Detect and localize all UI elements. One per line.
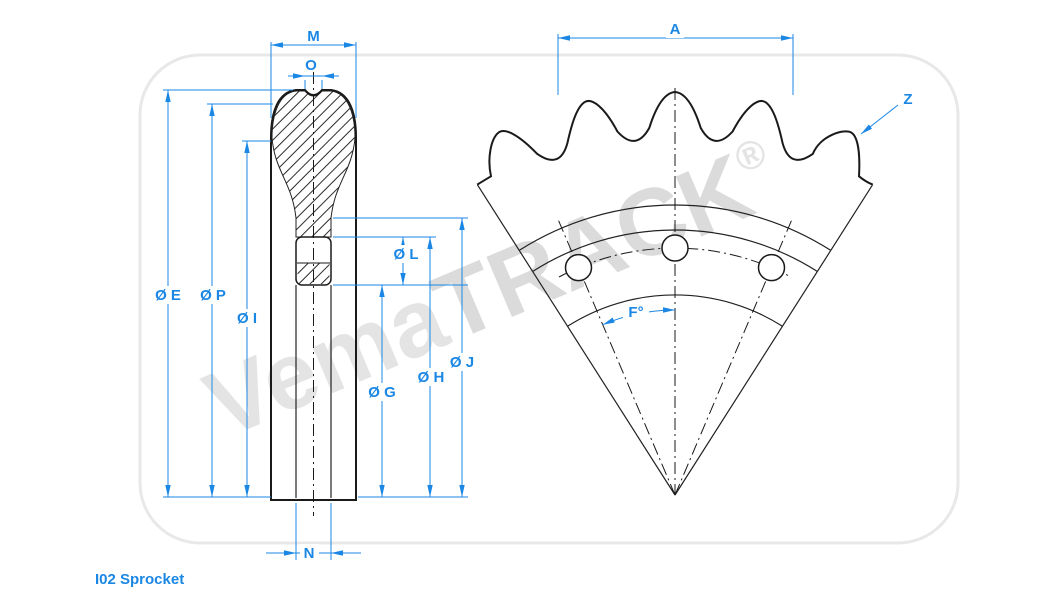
watermark: VemaTRACK® <box>138 53 960 545</box>
dim-m-extension-lines <box>270 42 357 118</box>
dim-label-g: Ø G <box>368 384 396 401</box>
watermark-border <box>138 53 960 545</box>
section-bore-lines <box>295 285 332 498</box>
section-outline <box>270 89 357 501</box>
dim-label-e: Ø E <box>155 287 181 304</box>
dim-label-j-backing <box>445 353 480 371</box>
dim-label-g-backing <box>363 383 401 401</box>
section-view <box>270 72 357 516</box>
sector-view <box>476 88 874 496</box>
dim-label-j: Ø J <box>450 354 474 371</box>
dim-o-extension-lines <box>304 80 323 89</box>
dim-label-i-backing <box>231 309 264 327</box>
dim-a-extension-lines <box>557 34 794 95</box>
dim-label-l: Ø L <box>394 246 419 263</box>
dim-label-m: M <box>307 28 320 45</box>
sector-dimensions: A Z F° <box>557 21 913 326</box>
bolt-hole-center <box>661 234 689 262</box>
dim-lghj-extension-lines <box>333 217 468 498</box>
dim-label-p: Ø P <box>200 287 226 304</box>
bolt-hole-left <box>564 253 593 282</box>
dim-z-leader <box>860 104 899 135</box>
sector-edges <box>476 184 874 496</box>
dim-label-n-backing <box>300 544 319 562</box>
dim-label-f: F° <box>628 304 643 321</box>
dim-label-h-backing <box>412 368 450 386</box>
dim-label-h: Ø H <box>418 369 445 386</box>
dim-label-i: Ø I <box>237 310 257 327</box>
dim-label-a-backing <box>666 22 684 38</box>
section-dimensions: M O Ø E Ø P Ø I Ø L Ø G Ø H Ø J N <box>149 28 480 562</box>
dim-label-p-backing <box>194 286 232 304</box>
dim-label-o: O <box>305 57 317 74</box>
dim-label-e-backing <box>149 286 187 304</box>
drawing-title: I02 Sprocket <box>95 571 184 588</box>
dim-label-f-backing <box>623 303 649 320</box>
bolt-hole-right <box>757 253 786 282</box>
dim-label-l-backing <box>388 245 425 263</box>
dim-label-z: Z <box>903 91 912 108</box>
dim-epi-extension-lines <box>163 89 293 498</box>
dim-label-n: N <box>304 545 315 562</box>
dim-label-a: A <box>670 21 681 38</box>
watermark-part2: TRACK <box>419 134 766 361</box>
